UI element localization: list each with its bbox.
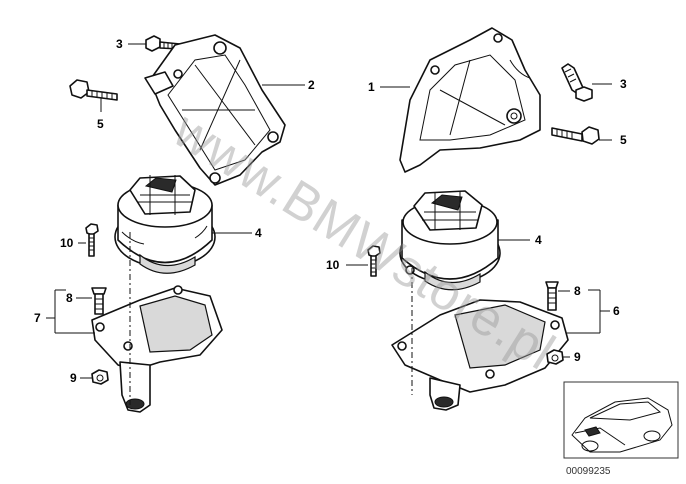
- callout-right-bolt-top: 3: [620, 77, 627, 91]
- leader-lines: [46, 43, 612, 379]
- callout-right-bracket: 1: [368, 80, 375, 94]
- callout-right-nut: 9: [574, 350, 581, 364]
- right-side-bolt[interactable]: [551, 126, 600, 145]
- callout-left-mount: 4: [255, 226, 262, 240]
- left-bracket[interactable]: [144, 34, 286, 186]
- car-location-thumbnail: 00099235: [563, 381, 679, 477]
- right-top-bolt[interactable]: [561, 63, 593, 102]
- left-screw[interactable]: [85, 223, 99, 257]
- callout-left-bolt-side: 5: [97, 117, 104, 131]
- right-screw[interactable]: [367, 245, 381, 277]
- right-support-bracket[interactable]: [391, 299, 569, 411]
- right-engine-mount-group: [367, 27, 600, 411]
- left-stud[interactable]: [91, 287, 107, 315]
- right-bracket[interactable]: [399, 27, 541, 173]
- left-engine-mount-group: [69, 34, 286, 413]
- callout-left-stud: 8: [66, 291, 73, 305]
- document-id: 00099235: [566, 466, 611, 477]
- right-engine-mount[interactable]: [399, 190, 501, 291]
- left-support-bracket[interactable]: [91, 285, 223, 413]
- right-nut[interactable]: [546, 349, 564, 365]
- left-side-bolt[interactable]: [69, 79, 118, 101]
- right-stud[interactable]: [545, 281, 559, 311]
- callout-left-bolt-top: 3: [116, 37, 123, 51]
- callout-labels: 3 2 5 4 10 8 7 9 1 3 5 4 10 8 6 9: [34, 37, 627, 385]
- callout-left-screw: 10: [60, 236, 74, 250]
- left-nut[interactable]: [91, 369, 109, 385]
- callout-left-nut: 9: [70, 371, 77, 385]
- callout-right-screw: 10: [326, 258, 340, 272]
- callout-left-assembly: 7: [34, 311, 41, 325]
- callout-right-assembly: 6: [613, 304, 620, 318]
- callout-right-bolt-side: 5: [620, 133, 627, 147]
- callout-left-bracket: 2: [308, 78, 315, 92]
- callout-right-stud: 8: [574, 284, 581, 298]
- callout-right-mount: 4: [535, 233, 542, 247]
- left-engine-mount[interactable]: [114, 175, 216, 274]
